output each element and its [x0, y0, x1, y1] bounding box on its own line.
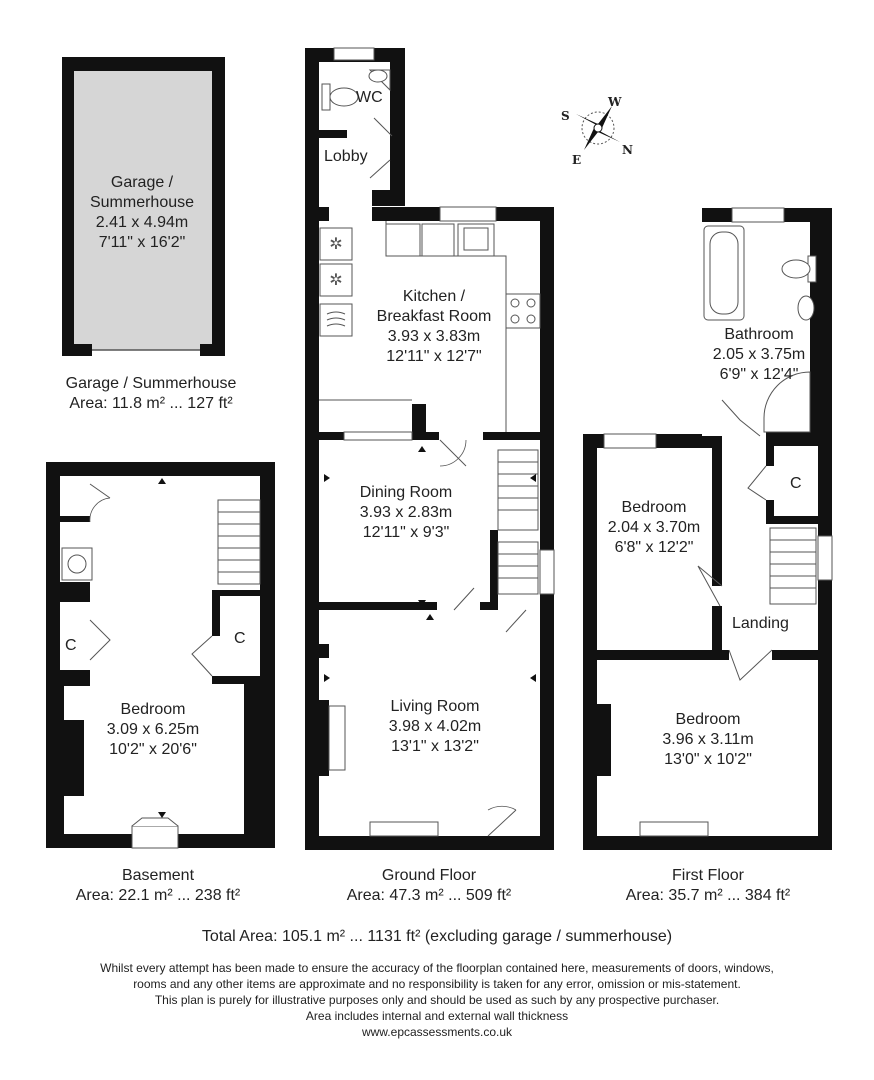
compass-north-letter: N [622, 143, 633, 157]
room-imperial: 13'1" x 13'2" [391, 738, 479, 755]
basement-bedroom-label: Bedroom 3.09 x 6.25m 10'2" x 20'6" [107, 700, 200, 760]
room-name: Bedroom [621, 499, 687, 516]
disclaimer: Whilst every attempt has been made to en… [0, 960, 874, 1040]
garage-caption-area: Area: 11.8 m² ... 127 ft² [69, 395, 233, 412]
ground-floor-caption: Ground Floor Area: 47.3 m² ... 509 ft² [347, 866, 512, 906]
room-metric: 2.04 x 3.70m [607, 519, 701, 536]
basement-cupboard-right-label: C [234, 630, 246, 647]
bathroom-label: Bathroom 2.05 x 3.75m 6'9" x 12'4" [713, 325, 806, 385]
room-metric: 3.93 x 3.83m [387, 328, 481, 345]
wc-label: WC [356, 89, 383, 106]
dining-room-label: Dining Room 3.93 x 2.83m 12'11" x 9'3" [360, 483, 453, 543]
basement-caption: Basement Area: 22.1 m² ... 238 ft² [76, 866, 241, 906]
ground-floor-caption-title: Ground Floor [381, 867, 477, 884]
svg-text:✲: ✲ [329, 272, 342, 289]
room-metric: 3.09 x 6.25m [106, 721, 200, 738]
basement-caption-title: Basement [121, 867, 195, 884]
compass-rose-icon [576, 106, 620, 150]
living-room-label: Living Room 3.98 x 4.02m 13'1" x 13'2" [389, 697, 482, 757]
ground-floor-plan: ✲ ✲ [305, 47, 555, 850]
first-floor-cupboard-label: C [790, 475, 802, 492]
room-name: Bedroom [120, 701, 186, 718]
compass-west-letter: W [608, 95, 622, 109]
svg-text:✲: ✲ [329, 236, 342, 253]
first-floor-caption-title: First Floor [671, 867, 744, 884]
garage-metric: 2.41 x 4.94m [95, 214, 189, 231]
room-imperial: 13'0" x 10'2" [664, 751, 752, 768]
room-metric: 3.96 x 3.11m [662, 731, 754, 748]
website-link[interactable]: www.epcassessments.co.uk [361, 1025, 513, 1039]
room-imperial: 6'9" x 12'4" [719, 366, 799, 383]
first-floor-caption: First Floor Area: 35.7 m² ... 384 ft² [626, 866, 791, 906]
garage-imperial: 7'11" x 16'2" [98, 234, 186, 251]
lobby-label: Lobby [324, 148, 368, 165]
disclaimer-line: rooms and any other items are approximat… [133, 977, 741, 991]
room-name: Kitchen / Breakfast Room [376, 288, 492, 325]
room-metric: 2.05 x 3.75m [712, 346, 806, 363]
total-area: Total Area: 105.1 m² ... 1131 ft² (exclu… [201, 928, 673, 945]
basement-plan [46, 462, 275, 849]
room-imperial: 12'11" x 12'7" [386, 348, 482, 365]
garage-plan [62, 57, 225, 356]
room-name: Bedroom [675, 711, 741, 728]
disclaimer-line: Whilst every attempt has been made to en… [100, 961, 774, 975]
compass-east-letter: E [572, 153, 582, 167]
room-metric: 3.93 x 2.83m [359, 504, 453, 521]
large-bedroom-label: Bedroom 3.96 x 3.11m 13'0" x 10'2" [662, 710, 753, 770]
ground-floor-caption-area: Area: 47.3 m² ... 509 ft² [346, 887, 512, 904]
garage-room-label: Garage / Summerhouse 2.41 x 4.94m 7'11" … [90, 173, 194, 253]
garage-room-name: Garage / Summerhouse [89, 174, 195, 211]
first-floor-plan [583, 207, 833, 850]
room-imperial: 6'8" x 12'2" [614, 539, 694, 556]
landing-label: Landing [732, 615, 789, 632]
kitchen-label: Kitchen / Breakfast Room 3.93 x 3.83m 12… [377, 287, 492, 367]
basement-caption-area: Area: 22.1 m² ... 238 ft² [75, 887, 241, 904]
garage-caption: Garage / Summerhouse Area: 11.8 m² ... 1… [66, 374, 237, 414]
garage-caption-title: Garage / Summerhouse [65, 375, 237, 392]
room-metric: 3.98 x 4.02m [388, 718, 482, 735]
disclaimer-line: Area includes internal and external wall… [305, 1009, 569, 1023]
compass-south-letter: S [561, 109, 570, 123]
room-name: Dining Room [359, 484, 453, 501]
small-bedroom-label: Bedroom 2.04 x 3.70m 6'8" x 12'2" [608, 498, 701, 558]
room-imperial: 10'2" x 20'6" [109, 741, 197, 758]
basement-cupboard-left-label: C [65, 637, 77, 654]
disclaimer-line: This plan is purely for illustrative pur… [154, 993, 720, 1007]
room-imperial: 12'11" x 9'3" [362, 524, 450, 541]
first-floor-caption-area: Area: 35.7 m² ... 384 ft² [625, 887, 791, 904]
room-name: Living Room [390, 698, 480, 715]
room-name: Bathroom [724, 326, 794, 343]
